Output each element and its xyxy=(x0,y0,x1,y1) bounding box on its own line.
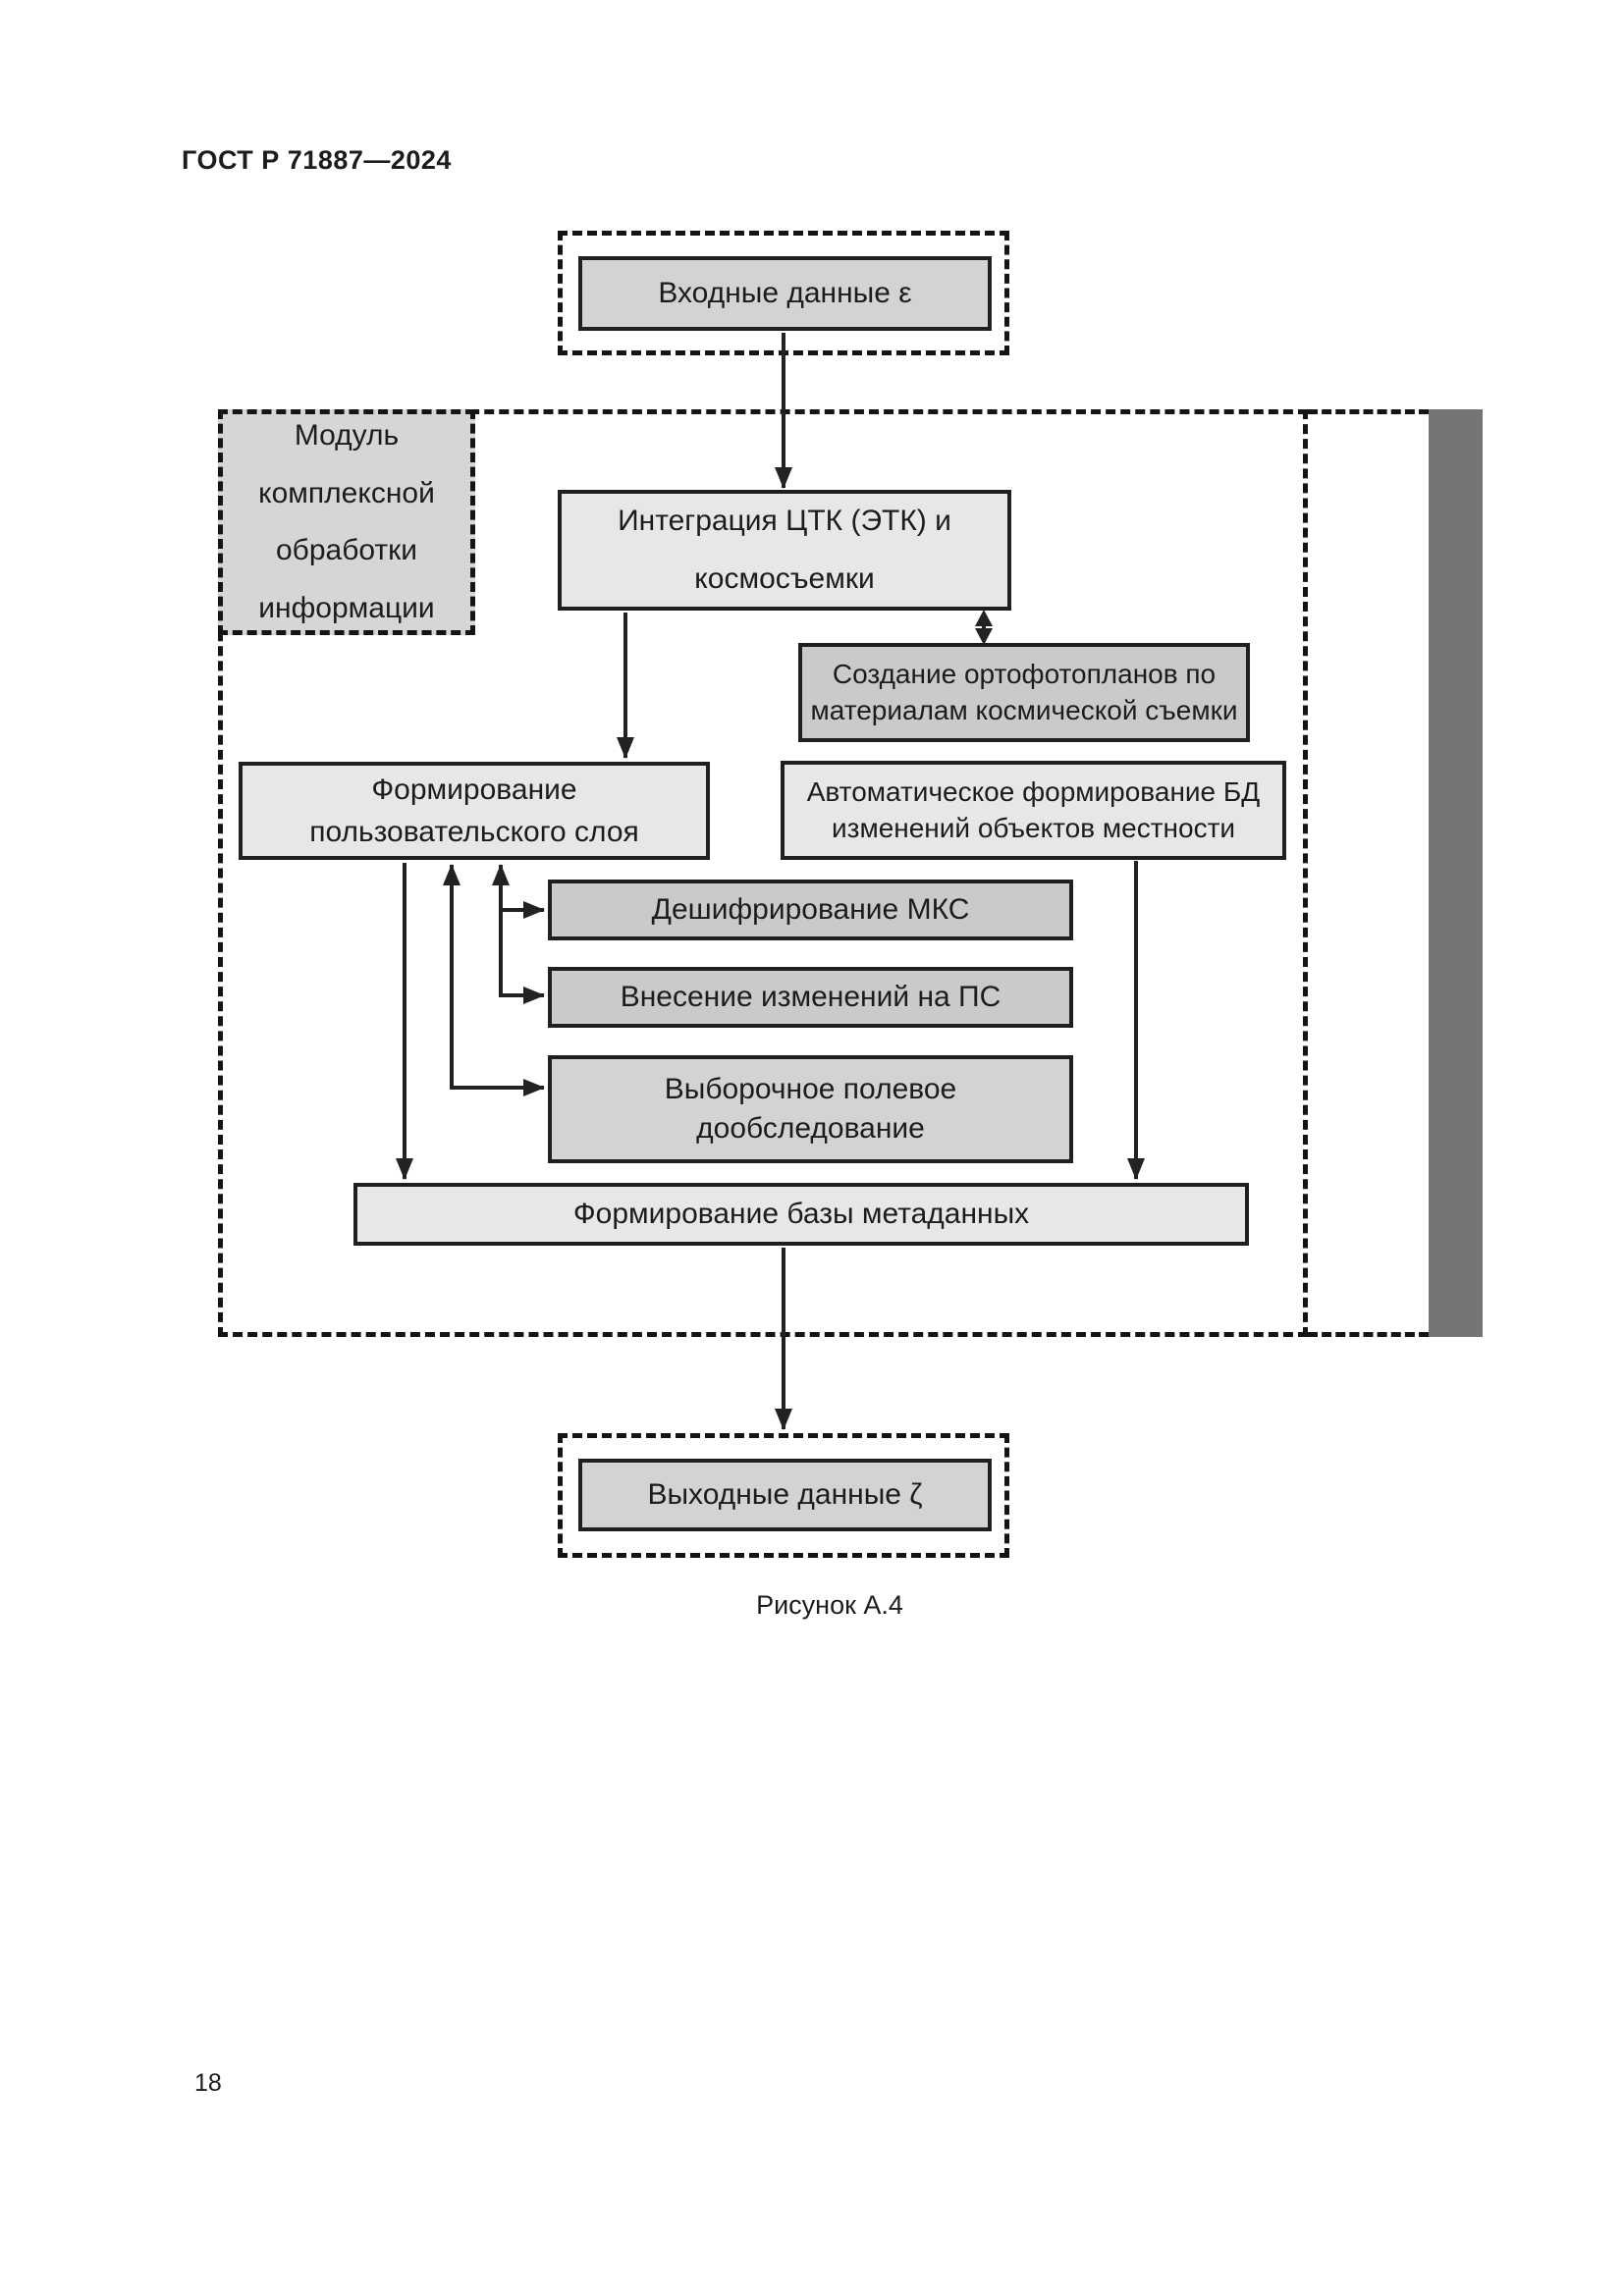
module-top-extension-line xyxy=(1308,409,1429,414)
module-dashed-container xyxy=(218,409,1308,1337)
auto-db-label-line: Автоматическое формирование БД xyxy=(806,776,1261,808)
deciphering-box: Дешифрирование МКС xyxy=(548,880,1073,940)
metadata-db-box: Формирование базы метаданных xyxy=(353,1183,1249,1246)
module-label-box: Модуль комплексной обработки информации xyxy=(218,409,475,635)
figure-caption: Рисунок А.4 xyxy=(756,1590,903,1620)
orthophoto-label-line: материалам космической съемки xyxy=(810,694,1238,725)
module-side-bar xyxy=(1429,409,1483,1337)
integration-box: Интеграция ЦТК (ЭТК) и космосъемки xyxy=(558,490,1011,611)
input-data-box: Входные данные ε xyxy=(578,256,992,331)
auto-db-box: Автоматическое формирование БД изменений… xyxy=(781,761,1286,860)
integration-label-line: космосъемки xyxy=(694,561,875,595)
input-data-label: Входные данные ε xyxy=(658,277,912,309)
output-data-box: Выходные данные ζ xyxy=(578,1459,992,1531)
changes-ps-box: Внесение изменений на ПС xyxy=(548,967,1073,1028)
output-dashed-frame xyxy=(558,1433,1009,1558)
module-label-line: информации xyxy=(258,591,435,624)
deciphering-label: Дешифрирование МКС xyxy=(651,893,970,926)
module-bottom-extension-line xyxy=(1308,1332,1429,1337)
integration-label-line: Интеграция ЦТК (ЭТК) и xyxy=(618,505,951,537)
page-number: 18 xyxy=(194,2069,222,2097)
field-survey-box: Выборочное полевое дообследование xyxy=(548,1055,1073,1163)
changes-ps-label: Внесение изменений на ПС xyxy=(620,981,1001,1013)
orthophoto-label-line: Создание ортофотопланов по xyxy=(832,659,1217,690)
user-layer-box: Формирование пользовательского слоя xyxy=(239,762,710,860)
orthophoto-box: Создание ортофотопланов по материалам ко… xyxy=(798,643,1250,742)
auto-db-label-line: изменений объектов местности xyxy=(831,812,1236,843)
user-layer-label-line: Формирование xyxy=(371,773,577,806)
field-survey-label-line: Выборочное полевое xyxy=(664,1072,957,1105)
page-title: ГОСТ Р 71887—2024 xyxy=(182,145,452,175)
user-layer-label-line: пользовательского слоя xyxy=(309,816,639,848)
module-label-line: обработки xyxy=(275,534,418,566)
output-data-label: Выходные данные ζ xyxy=(647,1478,923,1511)
module-label-line: комплексной xyxy=(258,476,435,509)
metadata-db-label: Формирование базы метаданных xyxy=(572,1198,1030,1230)
module-label-line: Модуль xyxy=(294,419,400,452)
field-survey-label-line: дообследование xyxy=(696,1112,925,1145)
